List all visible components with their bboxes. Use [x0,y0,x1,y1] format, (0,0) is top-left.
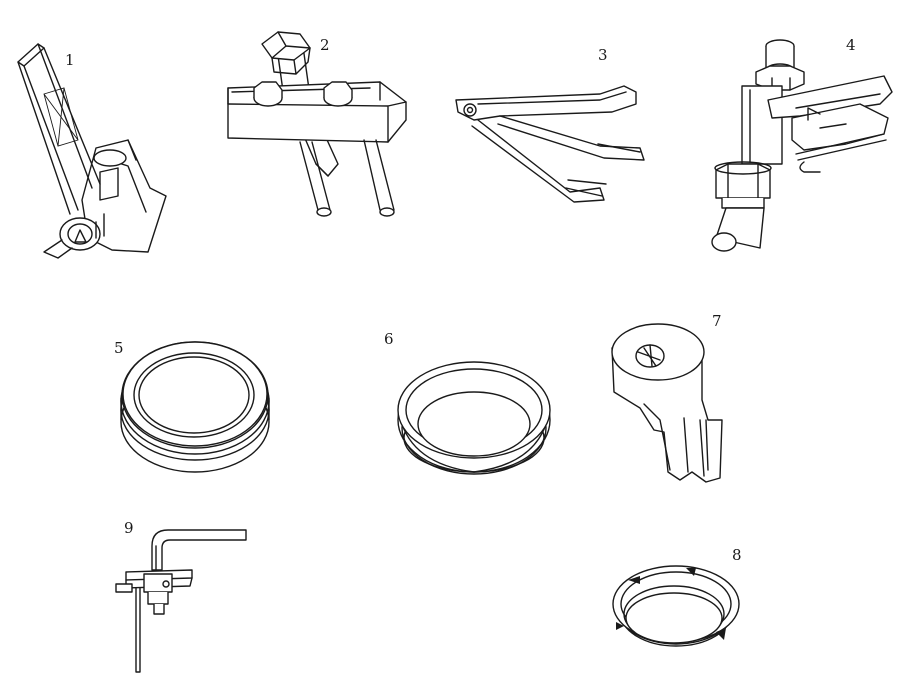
tool-number-3: 3 [598,46,608,64]
tool-number-5: 5 [114,339,124,357]
tool-number-6: 6 [384,330,394,348]
tool-9-offset-wrench [115,529,247,673]
tool-number-9: 9 [124,519,134,537]
tool-number-4: 4 [846,36,856,54]
tool-number-2: 2 [320,36,330,54]
tool-6-cup [397,361,551,475]
tool-3-pliers [455,85,645,203]
tool-number-8: 8 [732,546,742,564]
tool-2-puller [227,31,407,217]
tool-4-spring-compressor [711,39,893,252]
tool-1-flywheel-holder [17,43,167,259]
tool-7-socket [611,323,723,483]
tool-8-flanged-ring [612,565,740,647]
tool-number-1: 1 [65,51,75,69]
tool-number-7: 7 [712,312,722,330]
tool-5-ring [120,341,270,473]
